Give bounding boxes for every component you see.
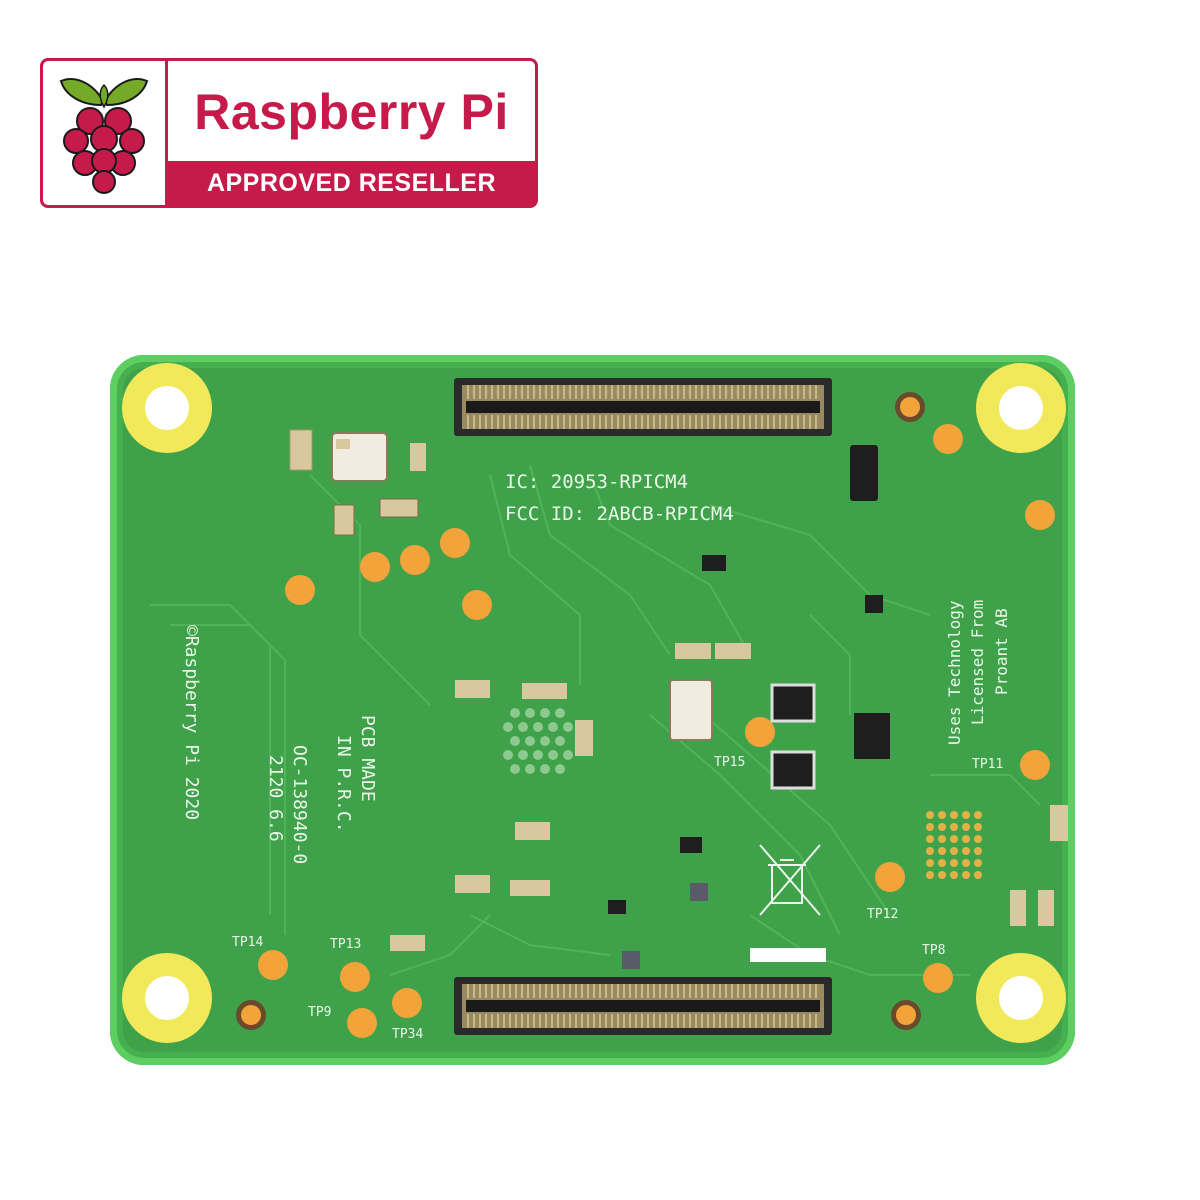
badge-title: Raspberry Pi: [194, 84, 509, 140]
silk-in-prc: IN P.R.C.: [333, 735, 354, 833]
bottom-board-connector: [454, 977, 832, 1035]
bga-area: [503, 708, 573, 774]
top-left-components: [289, 429, 426, 536]
silk-ic-id: IC: 20953-RPICM4: [505, 471, 689, 493]
raspberry-logo-icon: [43, 61, 168, 205]
top-board-connector: [454, 378, 832, 436]
silk-version: 2120 6.6: [265, 755, 286, 842]
pad-grid: [926, 811, 982, 879]
silk-copyright: ©Raspberry Pi 2020: [181, 625, 202, 821]
label-tp15: TP15: [714, 755, 746, 770]
silk-licensed-from: Licensed From: [968, 599, 987, 725]
mounting-holes: [122, 363, 1066, 1043]
label-tp9: TP9: [308, 1005, 332, 1020]
silk-proant: Proant AB: [992, 608, 1011, 695]
compute-module-board: IC: 20953-RPICM4 FCC ID: 2ABCB-RPICM4 Us…: [110, 355, 1075, 1065]
weee-bin-icon: [759, 844, 821, 916]
pcb-artwork: [122, 363, 1068, 1043]
silk-uses-technology: Uses Technology: [945, 600, 964, 746]
silk-oc-number: OC-138940-0: [289, 745, 310, 865]
approved-reseller-badge: Raspberry Pi APPROVED RESELLER: [40, 58, 538, 208]
badge-subtitle: APPROVED RESELLER: [168, 161, 535, 205]
label-tp13: TP13: [330, 937, 362, 952]
label-tp34: TP34: [392, 1027, 424, 1042]
label-tp8: TP8: [922, 943, 946, 958]
silk-pcb-made: PCB MADE: [357, 715, 378, 802]
label-tp11: TP11: [972, 757, 1004, 772]
test-pads: [236, 392, 1055, 1038]
mid-components: [390, 445, 1068, 969]
silk-fcc-id: FCC ID: 2ABCB-RPICM4: [505, 503, 734, 525]
label-tp12: TP12: [867, 907, 899, 922]
label-tp14: TP14: [232, 935, 264, 950]
